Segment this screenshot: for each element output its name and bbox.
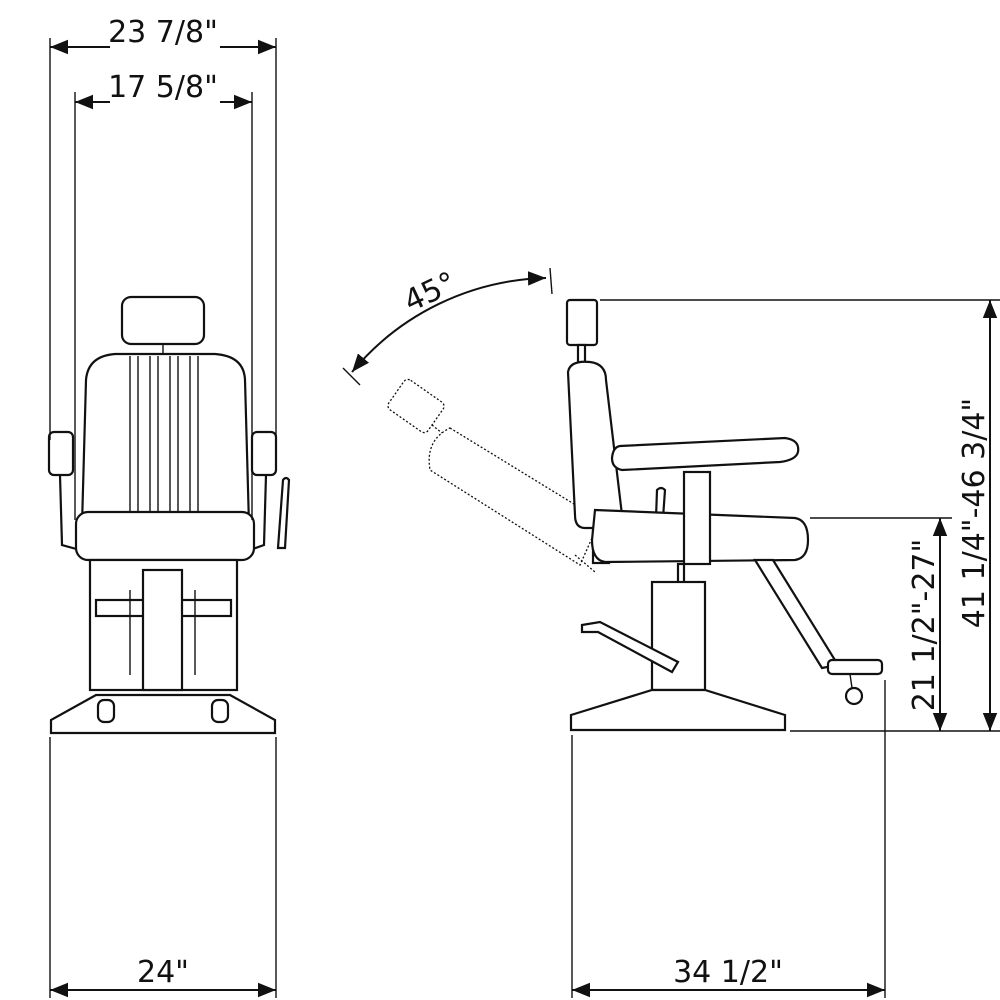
overall-height-label: 41 1/4"-46 3/4" [957, 398, 992, 628]
footrest-caster [844, 686, 864, 706]
front-view [47, 295, 291, 735]
side-dimensions: 41 1/4"-46 3/4" 21 1/2"-27" 34 1/2" [571, 299, 1000, 998]
side-backrest [566, 360, 624, 530]
reclined-backrest-outline [387, 378, 601, 573]
left-armrest [47, 430, 75, 477]
seat-width-label: 17 5/8" [108, 70, 218, 105]
front-headrest [120, 295, 206, 346]
side-headrest [565, 298, 599, 347]
overall-width-label: 23 7/8" [108, 15, 218, 50]
side-armrest [610, 436, 800, 472]
side-base [569, 688, 787, 732]
hydraulic-pedal [580, 620, 680, 674]
side-view: 45° [342, 265, 884, 732]
front-caster-left [96, 698, 116, 724]
front-base [49, 693, 277, 735]
recline-arc [351, 271, 547, 373]
front-column [141, 568, 184, 692]
front-seat [74, 510, 256, 562]
footrest-leg [753, 558, 840, 670]
recline-lever [276, 476, 291, 550]
overall-depth-label: 34 1/2" [673, 955, 783, 990]
front-caster-right [210, 698, 230, 724]
seat-height-label: 21 1/2"-27" [907, 539, 942, 712]
backrest-stripes [129, 356, 199, 515]
recline-angle-label: 45° [399, 265, 462, 319]
right-armrest [250, 430, 278, 477]
side-lever [654, 486, 667, 520]
side-pedestal [650, 580, 707, 692]
base-width-label: 24" [137, 955, 189, 990]
footrest [826, 658, 884, 676]
front-dimensions: 23 7/8" 17 5/8" 24" [49, 15, 277, 998]
front-backrest [80, 352, 251, 527]
arm-post [682, 470, 712, 566]
